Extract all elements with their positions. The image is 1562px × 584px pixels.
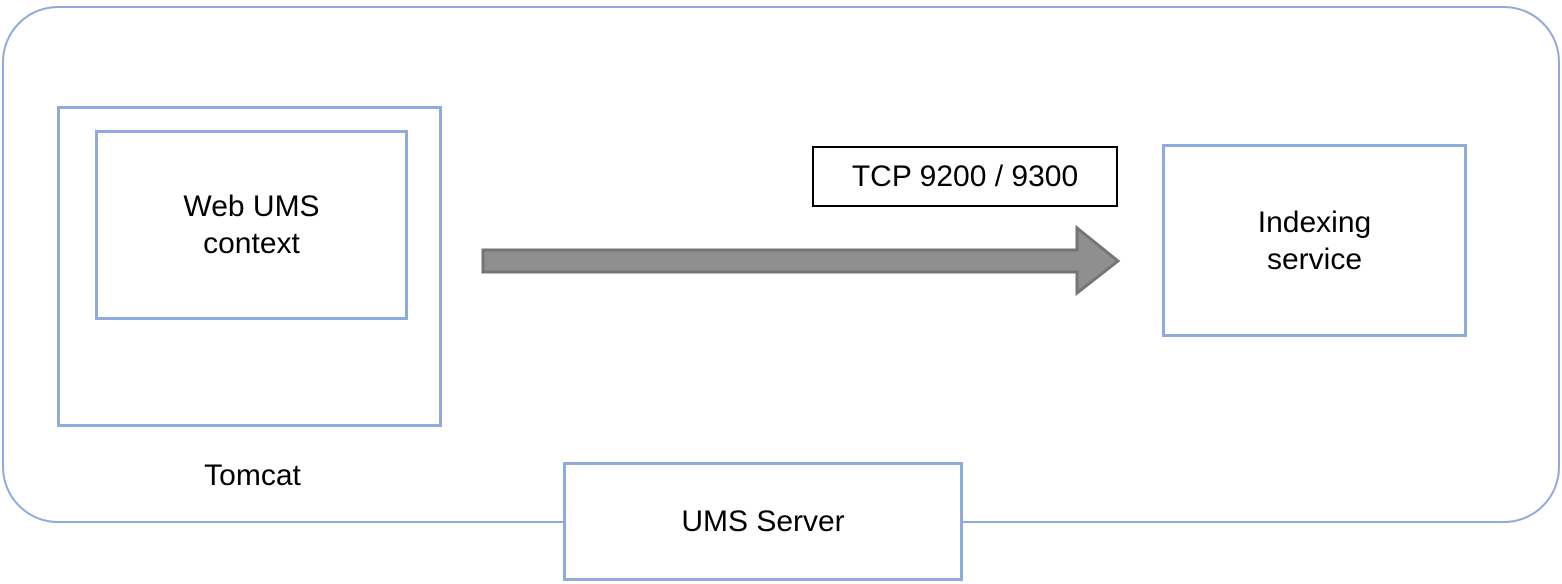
indexing-service-label: Indexing service — [1257, 205, 1372, 276]
tcp-ports-label-box: TCP 9200 / 9300 — [812, 146, 1118, 207]
tcp-ports-label: TCP 9200 / 9300 — [851, 160, 1079, 193]
tomcat-label: Tomcat — [204, 459, 301, 492]
arrow-shape — [481, 225, 1121, 297]
ums-server-node: UMS Server — [563, 462, 963, 581]
connection-arrow — [481, 225, 1121, 297]
indexing-service-node: Indexing service — [1162, 144, 1467, 337]
web-ums-context-node: Web UMS context — [95, 130, 408, 320]
tomcat-node: Web UMS context Tomcat — [57, 106, 442, 492]
web-ums-context-label: Web UMS context — [183, 190, 320, 260]
ums-server-label: UMS Server — [681, 505, 845, 538]
tomcat-label-wrap: Tomcat — [60, 457, 445, 494]
